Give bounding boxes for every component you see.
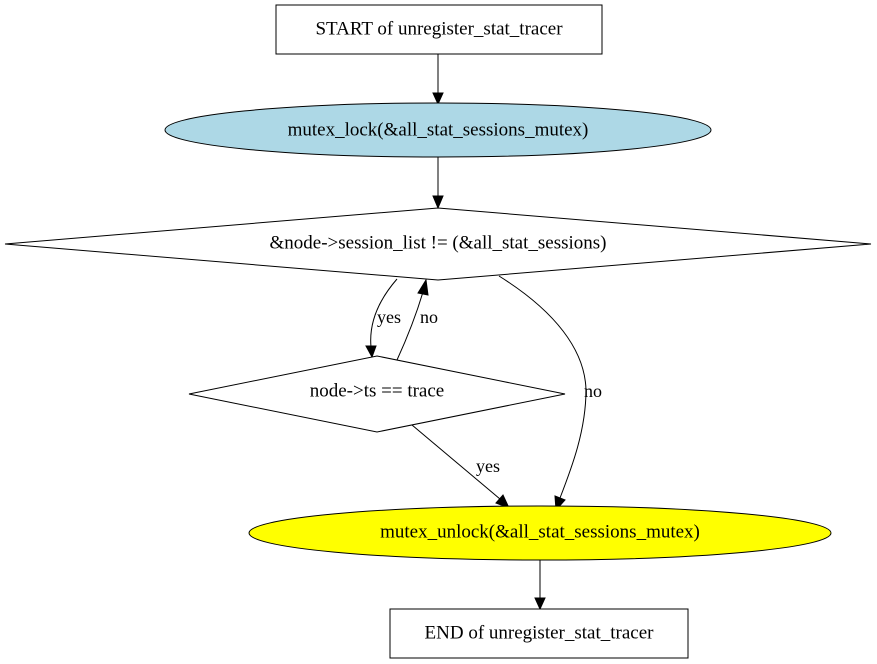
- end-node: END of unregister_stat_tracer: [389, 608, 689, 659]
- loop-condition-diamond: [4, 207, 872, 281]
- ts-condition-node: node->ts == trace: [188, 355, 566, 433]
- loop-condition-node: &node->session_list != (&all_stat_sessio…: [4, 207, 872, 281]
- edge-lock-to-loop-condition: [432, 157, 444, 210]
- mutex-lock-node: mutex_lock(&all_stat_sessions_mutex): [164, 102, 712, 158]
- edge-ts-yes-to-unlock: yes: [411, 424, 510, 509]
- ts-condition-label: node->ts == trace: [310, 380, 444, 401]
- edge-label-no-ts: no: [420, 307, 438, 327]
- mutex-unlock-label: mutex_unlock(&all_stat_sessions_mutex): [380, 521, 700, 542]
- edge-loop-yes-to-ts-condition: yes: [365, 278, 401, 359]
- mutex-lock-ellipse: [164, 102, 712, 158]
- edge-start-to-lock: [432, 54, 444, 106]
- edge-label-yes-ts: yes: [476, 456, 500, 476]
- edge-unlock-to-end: [534, 560, 546, 611]
- ts-condition-diamond: [188, 355, 566, 433]
- start-box: [275, 4, 603, 55]
- edge-label-no-loop: no: [584, 381, 602, 401]
- mutex-unlock-node: mutex_unlock(&all_stat_sessions_mutex): [248, 505, 832, 561]
- loop-condition-label: &node->session_list != (&all_stat_sessio…: [269, 232, 606, 253]
- mutex-unlock-ellipse: [248, 505, 832, 561]
- mutex-lock-label: mutex_lock(&all_stat_sessions_mutex): [288, 119, 589, 140]
- end-node-label: END of unregister_stat_tracer: [425, 622, 655, 643]
- edge-ts-no-to-loop-condition: no: [396, 278, 438, 361]
- end-box: [389, 608, 689, 659]
- start-node-label: START of unregister_stat_tracer: [315, 18, 563, 39]
- edge-label-yes-loop: yes: [377, 307, 401, 327]
- start-node: START of unregister_stat_tracer: [275, 4, 603, 55]
